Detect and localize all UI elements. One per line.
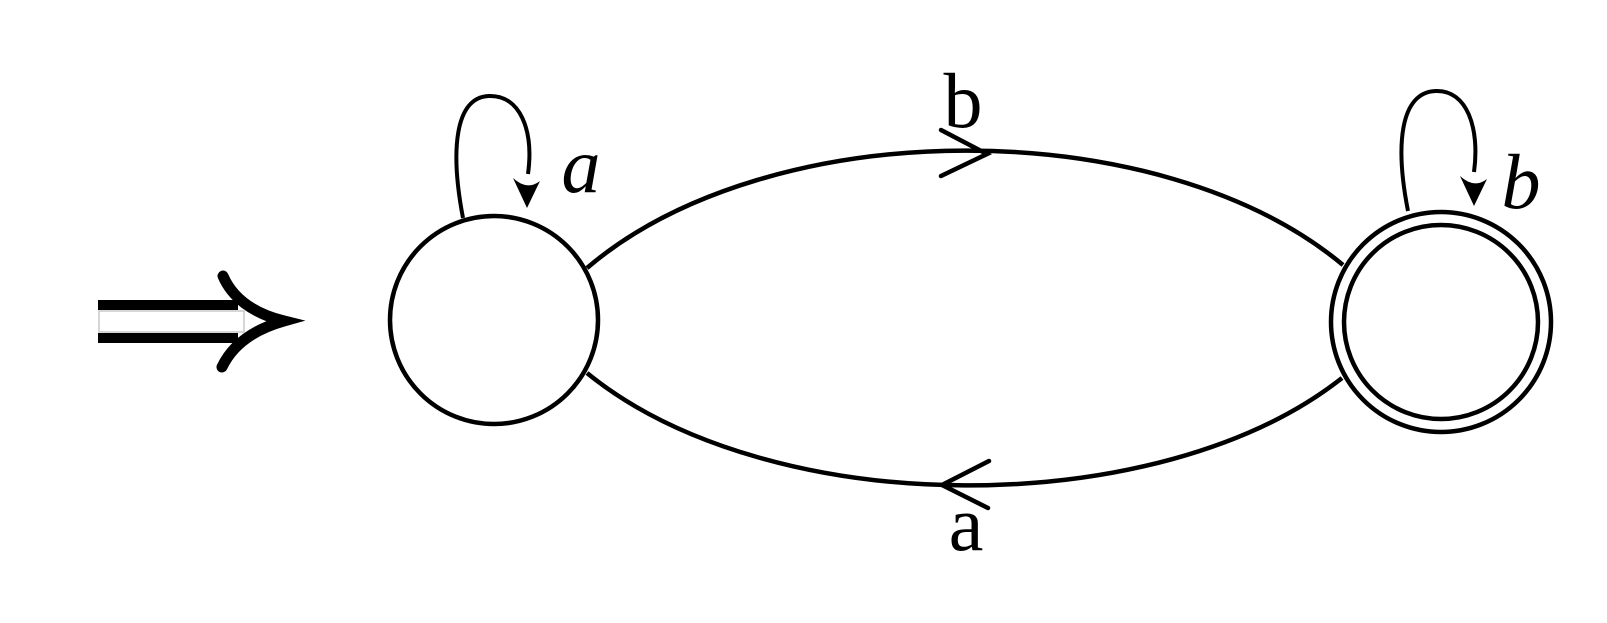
- self-loop-left-curve: [454, 93, 532, 219]
- transition-top: b: [585, 57, 1345, 270]
- state-right-inner-circle: [1341, 222, 1541, 422]
- self-loop-left-label: a: [562, 122, 601, 209]
- self-loop-right-arrowhead-icon: [1460, 176, 1487, 206]
- self-loop-left-arrowhead-icon: [513, 178, 540, 208]
- start-arrow-head-icon: [216, 270, 306, 373]
- self-loop-left: a: [454, 93, 601, 219]
- self-loop-right-label: b: [1502, 138, 1541, 225]
- transition-bottom-label: a: [949, 480, 984, 567]
- self-loop-right-curve: [1399, 88, 1478, 212]
- transition-top-arrowhead-icon: [938, 127, 993, 179]
- transition-top-arc: [585, 148, 1345, 270]
- state-left: [387, 213, 601, 427]
- start-arrow-channel: [98, 310, 245, 333]
- self-loop-right: b: [1399, 88, 1541, 225]
- transition-bottom: a: [585, 371, 1344, 567]
- transition-top-label: b: [944, 57, 983, 144]
- transition-bottom-arrowhead-icon: [937, 458, 992, 511]
- state-left-circle: [387, 213, 601, 427]
- state-right-accepting: [1328, 209, 1554, 435]
- start-state-arrow: [98, 270, 306, 373]
- transition-bottom-arc: [585, 371, 1344, 488]
